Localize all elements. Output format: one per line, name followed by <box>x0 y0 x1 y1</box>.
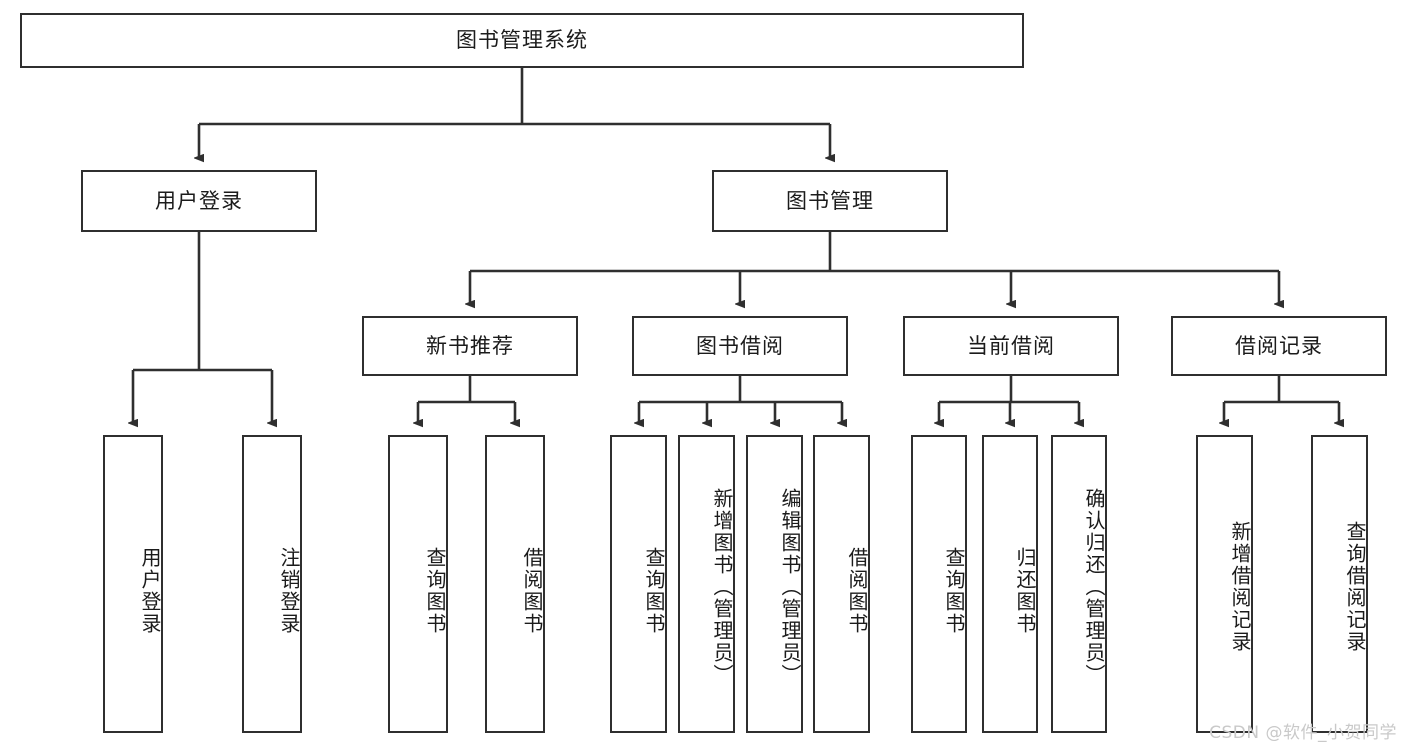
node-label: 查询借阅记录 <box>1343 521 1367 653</box>
node-label: 借阅图书 <box>520 547 544 635</box>
level2-node[interactable]: 图书管理 <box>712 170 948 232</box>
node-label: 确认归还（管理员） <box>1082 488 1106 686</box>
node-label: 新书推荐 <box>426 333 514 358</box>
node-label: 借阅记录 <box>1235 333 1323 358</box>
leaf-node[interactable]: 查询借阅记录 <box>1311 435 1368 733</box>
node-label: 编辑图书（管理员） <box>778 488 802 686</box>
node-label: 用户登录 <box>155 188 243 213</box>
csdn-watermark: CSDN @软件_小贺同学 <box>1209 723 1397 743</box>
node-label: 当前借阅 <box>967 333 1055 358</box>
leaf-node[interactable]: 查询图书 <box>610 435 667 733</box>
root-node[interactable]: 图书管理系统 <box>20 13 1024 68</box>
node-label: 查询图书 <box>942 547 966 635</box>
leaf-node[interactable]: 借阅图书 <box>813 435 870 733</box>
node-label: 图书管理 <box>786 188 874 213</box>
node-label: 新增图书（管理员） <box>710 488 734 686</box>
node-label: 归还图书 <box>1013 547 1037 635</box>
node-label: 新增借阅记录 <box>1228 521 1252 653</box>
leaf-node[interactable]: 归还图书 <box>982 435 1038 733</box>
node-label: 查询图书 <box>423 547 447 635</box>
leaf-node[interactable]: 编辑图书（管理员） <box>746 435 803 733</box>
node-label: 图书借阅 <box>696 333 784 358</box>
level2-node[interactable]: 用户登录 <box>81 170 317 232</box>
leaf-node[interactable]: 新增图书（管理员） <box>678 435 735 733</box>
level3-node[interactable]: 当前借阅 <box>903 316 1119 376</box>
leaf-node[interactable]: 查询图书 <box>911 435 967 733</box>
leaf-node[interactable]: 新增借阅记录 <box>1196 435 1253 733</box>
level3-node[interactable]: 新书推荐 <box>362 316 578 376</box>
node-label: 用户登录 <box>138 547 162 635</box>
node-label: 注销登录 <box>277 547 301 635</box>
node-label: 借阅图书 <box>845 547 869 635</box>
level3-node[interactable]: 图书借阅 <box>632 316 848 376</box>
leaf-node[interactable]: 注销登录 <box>242 435 302 733</box>
leaf-node[interactable]: 借阅图书 <box>485 435 545 733</box>
leaf-node[interactable]: 用户登录 <box>103 435 163 733</box>
leaf-node[interactable]: 查询图书 <box>388 435 448 733</box>
level3-node[interactable]: 借阅记录 <box>1171 316 1387 376</box>
node-label: 查询图书 <box>642 547 666 635</box>
node-label: 图书管理系统 <box>456 28 588 52</box>
leaf-node[interactable]: 确认归还（管理员） <box>1051 435 1107 733</box>
